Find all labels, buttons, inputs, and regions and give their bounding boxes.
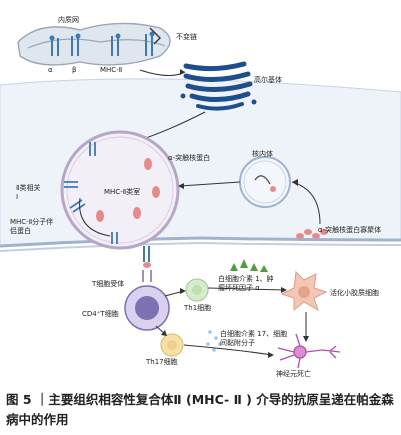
- alpha-label: α: [48, 66, 53, 74]
- invariant-chain: [149, 27, 161, 45]
- dying-neuron: [277, 333, 341, 369]
- activated-microglia: [280, 270, 328, 312]
- th17-cell: [160, 333, 184, 357]
- mhc2-compartment: [60, 130, 180, 250]
- th1-cell: [185, 278, 209, 302]
- arrow-er-golgi: [139, 69, 186, 76]
- microglia-label: 活化小胶质细胞: [330, 289, 379, 297]
- alpha-syn-label: α-突触核蛋白: [168, 154, 211, 162]
- endosome: [239, 156, 291, 208]
- tcr-label: T细胞受体: [92, 280, 125, 288]
- mhc2-compartment-label: MHC-Ⅱ类室: [104, 188, 141, 196]
- figure-caption: 图 5 ｜主要组织相容性复合体Ⅱ (MHC- Ⅱ ) 介导的抗原呈递在帕金森病中…: [6, 392, 394, 427]
- alpha-syn-aggregate-label: α-突触核蛋白寡聚体: [318, 226, 382, 234]
- th1-cytokines-label: 白细胞介素 1、肿瘤坏死因子 α: [218, 275, 274, 292]
- beta-label: β: [72, 66, 77, 74]
- invariant-chain-label: 不变链: [176, 33, 197, 41]
- arrow-endosome-compartment: [179, 181, 241, 187]
- class2-assoc-label: Ⅱ类相关Ⅰ: [16, 184, 41, 201]
- th17-label: Th17细胞: [146, 358, 178, 366]
- cd4-t-label: CD4⁺T细胞: [82, 310, 119, 318]
- neuron-death-label: 神经元死亡: [276, 370, 311, 378]
- cd4-t-cell: [124, 285, 170, 331]
- th1-label: Th1细胞: [184, 304, 212, 312]
- cell-membrane: [0, 236, 401, 248]
- er-label: 内质网: [58, 16, 79, 24]
- golgi-apparatus: [180, 61, 257, 111]
- endoplasmic-reticulum: [17, 22, 171, 66]
- mhc2-tcr-synapse: [142, 246, 152, 282]
- mhc2-label: MHC-Ⅱ: [100, 66, 123, 74]
- th17-cytokine-markers: [206, 330, 222, 352]
- th17-cytokines-label: 白细胞介素 17、细胞间黏附分子: [220, 330, 288, 347]
- mhc2-antigen-presentation-diagram: [0, 22, 401, 369]
- golgi-label: 高尔基体: [254, 76, 282, 84]
- th1-cytokine-markers: [230, 259, 268, 272]
- endosome-label: 核内体: [252, 150, 273, 158]
- mhc2-chaperone-label: MHC-Ⅱ分子伴侣蛋白: [10, 218, 54, 235]
- alpha-syn-aggregate: [296, 229, 328, 239]
